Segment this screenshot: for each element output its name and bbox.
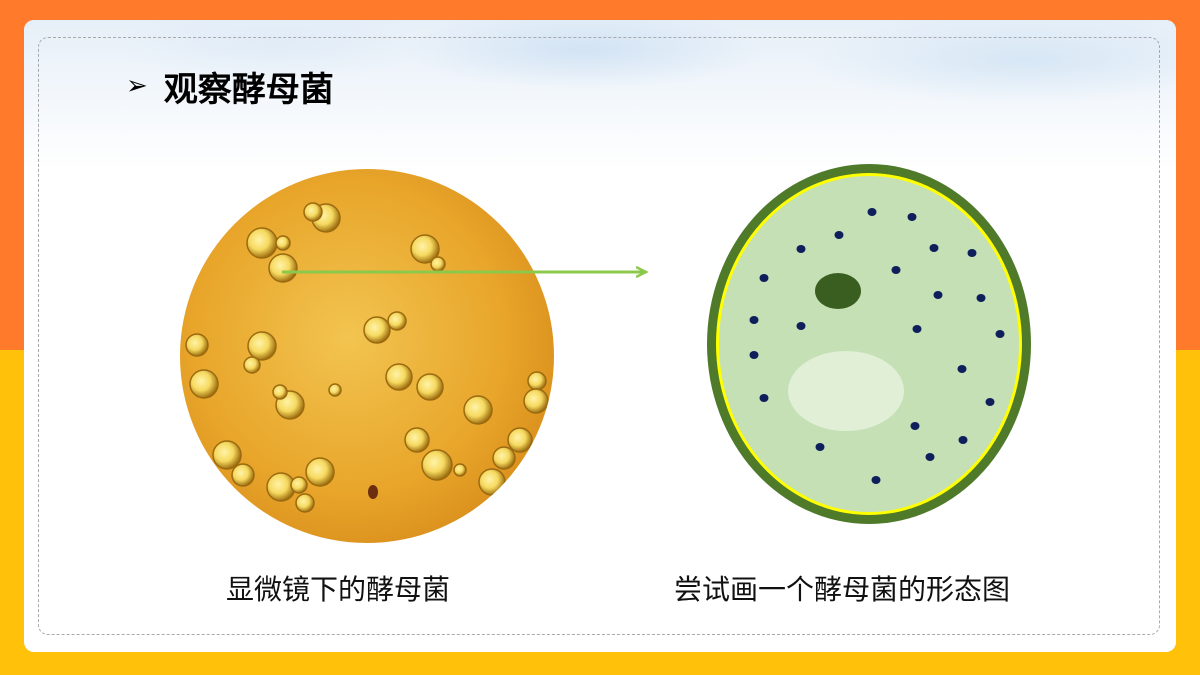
yeast-cell [385, 363, 413, 391]
nucleus [815, 273, 861, 309]
yeast-cell-diagram [707, 164, 1031, 524]
granule [912, 325, 922, 333]
granule [967, 249, 977, 257]
yeast-cell [527, 371, 547, 391]
yeast-cell [290, 476, 308, 494]
yeast-cell [303, 202, 323, 222]
granule [925, 453, 935, 461]
granule [910, 422, 920, 430]
yeast-cell [243, 356, 261, 374]
yeast-cell [272, 384, 288, 400]
yeast-cell [430, 256, 446, 272]
granule [958, 436, 968, 444]
granule [985, 398, 995, 406]
yeast-cell [463, 395, 493, 425]
granule [871, 476, 881, 484]
dashed-frame [38, 37, 1160, 635]
yeast-cell [185, 333, 209, 357]
yeast-cell [416, 373, 444, 401]
granule [796, 245, 806, 253]
granule [759, 274, 769, 282]
granule [907, 213, 917, 221]
granule [929, 244, 939, 252]
granule [995, 330, 1005, 338]
granule [749, 316, 759, 324]
yeast-cells-group [185, 202, 549, 513]
cytoplasm [719, 176, 1019, 512]
vacuole [788, 351, 904, 431]
yeast-cell [268, 253, 298, 283]
granules-group [749, 208, 1005, 484]
yeast-cell [387, 311, 407, 331]
page-title: 观察酵母菌 [163, 69, 334, 110]
granule [834, 231, 844, 239]
yeast-cell [421, 449, 453, 481]
yeast-cell [295, 493, 315, 513]
caption-drawing: 尝试画一个酵母菌的形态图 [674, 573, 1011, 606]
yeast-cell [275, 235, 291, 251]
granule [933, 291, 943, 299]
yeast-cell [507, 427, 533, 453]
yeast-cell [404, 427, 430, 453]
granule [759, 394, 769, 402]
granule [867, 208, 877, 216]
yeast-cell [363, 316, 391, 344]
yeast-cell [246, 227, 278, 259]
yeast-cell [247, 331, 277, 361]
yeast-cell [212, 440, 242, 470]
yeast-cell [328, 383, 342, 397]
granule [749, 351, 759, 359]
granule [815, 443, 825, 451]
microscope-yeast-image [180, 169, 554, 543]
granule [796, 322, 806, 330]
arrow-bullet-icon: ➢ [126, 71, 148, 101]
yeast-cell [492, 446, 516, 470]
yeast-cell [453, 463, 467, 477]
debris-spot [368, 485, 378, 499]
granule [976, 294, 986, 302]
yeast-cell [478, 468, 506, 496]
granule [891, 266, 901, 274]
title-row: ➢ 观察酵母菌 [126, 62, 334, 110]
caption-microscope: 显微镜下的酵母菌 [226, 573, 451, 606]
granule [957, 365, 967, 373]
yeast-cell [523, 388, 549, 414]
sky-background [24, 20, 1176, 170]
yeast-cell [231, 463, 255, 487]
yeast-cell [410, 234, 440, 264]
yeast-cell [305, 457, 335, 487]
yeast-cell [189, 369, 219, 399]
